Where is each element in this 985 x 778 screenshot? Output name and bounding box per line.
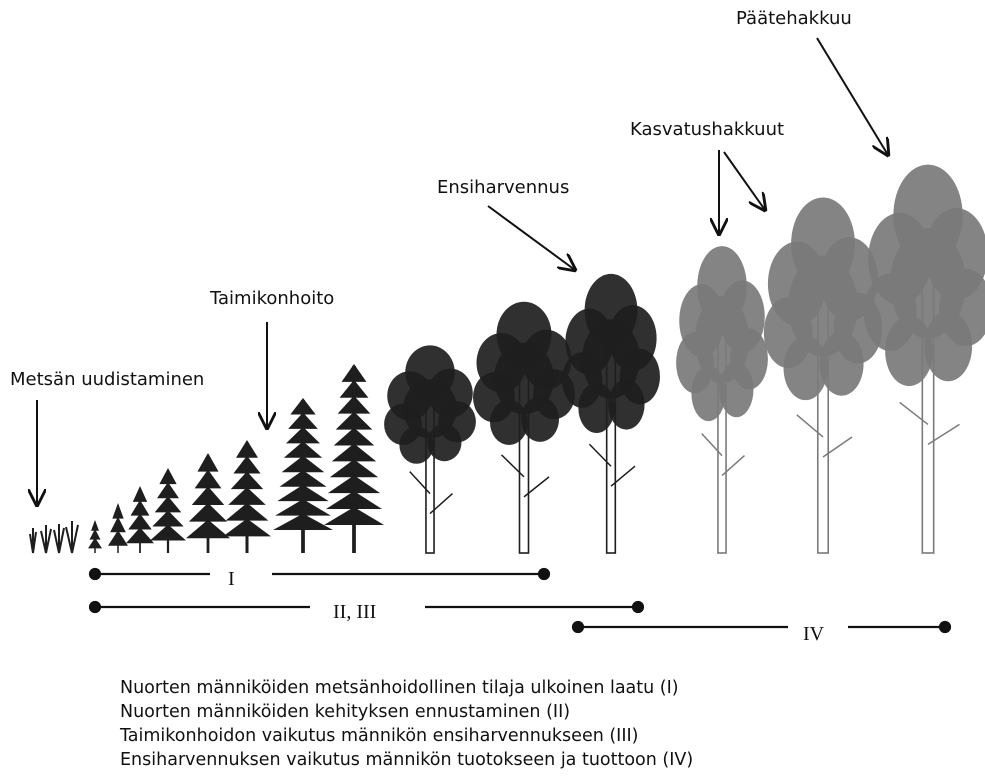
label-taimikonhoito: Taimikonhoito	[209, 288, 334, 309]
label-ensiharvennus: Ensiharvennus	[437, 177, 569, 198]
tree-1	[30, 528, 36, 553]
tree-7	[126, 486, 154, 553]
tree-17	[764, 197, 882, 553]
tree-8	[150, 468, 186, 553]
arrow-final-felling	[817, 38, 888, 155]
range-iv-bar	[573, 622, 950, 632]
label-kasvatushakkuut: Kasvatushakkuut	[630, 119, 784, 140]
tree-14	[473, 302, 575, 553]
tree-15	[562, 274, 660, 553]
arrow-cutting-2	[724, 152, 765, 210]
legend-item-i: Nuorten männiköiden metsänhoidollinen ti…	[120, 676, 693, 700]
tree-4	[66, 521, 78, 553]
range-iv-label: IV	[803, 623, 825, 645]
legend-item-iii: Taimikonhoidon vaikutus männikön ensihar…	[120, 724, 693, 748]
range-i-label: I	[228, 568, 235, 590]
tree-18	[864, 165, 985, 553]
tree-5	[88, 520, 102, 553]
arrow-first-thinning	[488, 206, 575, 270]
legend-item-iv: Ensiharvennuksen vaikutus männikön tuoto…	[120, 748, 693, 772]
tree-3	[54, 524, 64, 553]
range-i-bar	[90, 569, 549, 579]
tree-sequence	[30, 165, 985, 553]
range-ii-iii-label: II, III	[333, 601, 376, 623]
label-paatehakkuu: Päätehakkuu	[736, 8, 852, 29]
tree-13	[384, 345, 476, 553]
tree-9	[186, 453, 230, 553]
tree-11	[273, 398, 333, 553]
tree-6	[108, 503, 128, 553]
tree-2	[41, 525, 51, 553]
tree-12	[324, 364, 384, 553]
tree-16	[676, 246, 768, 553]
legend: Nuorten männiköiden metsänhoidollinen ti…	[120, 676, 693, 772]
legend-item-ii: Nuorten männiköiden kehityksen ennustami…	[120, 700, 693, 724]
tree-10	[223, 440, 271, 553]
label-metsan-uudistaminen: Metsän uudistaminen	[10, 369, 204, 390]
